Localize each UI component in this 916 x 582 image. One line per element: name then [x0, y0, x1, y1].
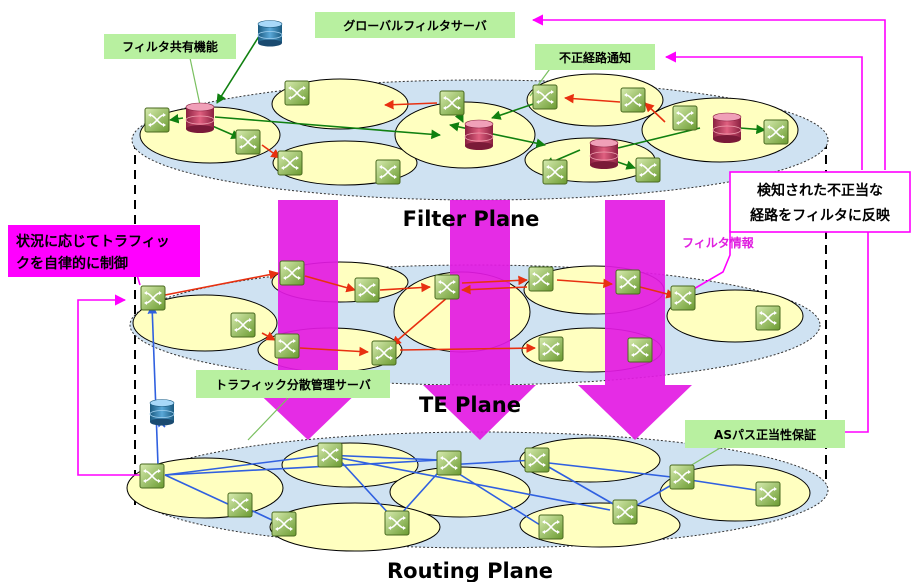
router-icon — [144, 107, 170, 133]
router-icon — [538, 336, 564, 362]
router-icon — [371, 340, 397, 366]
svg-text:ASパス正当性保証: ASパス正当性保証 — [714, 427, 816, 442]
arrow-down-middle — [423, 200, 536, 440]
router-icon — [235, 129, 261, 155]
svg-text:トラフィック分散管理サーバ: トラフィック分散管理サーバ — [215, 377, 371, 392]
callout-detected-route: 検知された不正当な 経路をフィルタに反映 — [729, 171, 911, 233]
server-database-icon — [257, 20, 283, 47]
router-icon — [140, 285, 166, 311]
router-icon — [532, 84, 558, 110]
router-icon — [615, 269, 641, 295]
filter-info-label: フィルタ情報 — [682, 235, 755, 250]
server-database-icon — [149, 399, 175, 426]
svg-text:グローバルフィルタサーバ: グローバルフィルタサーバ — [343, 18, 487, 33]
router-icon — [227, 492, 253, 518]
router-icon — [436, 450, 462, 476]
filter-database-icon — [712, 112, 742, 144]
svg-text:経路をフィルタに反映: 経路をフィルタに反映 — [750, 207, 891, 224]
router-icon — [230, 312, 256, 338]
router-icon — [279, 260, 305, 286]
router-icon — [670, 285, 696, 311]
filter-database-icon — [589, 138, 619, 170]
router-icon — [317, 442, 343, 468]
arrow-down-right — [578, 200, 692, 440]
router-icon — [434, 274, 460, 300]
svg-text:状況に応じてトラフィッ: 状況に応じてトラフィッ — [16, 233, 170, 250]
filter-database-icon — [185, 102, 215, 134]
callout-filter-sharing: フィルタ共有機能 — [104, 34, 236, 59]
te-plane-label: TE Plane — [419, 393, 521, 417]
router-icon — [384, 510, 410, 536]
router-icon — [755, 481, 781, 507]
router-icon — [274, 333, 300, 359]
svg-text:フィルタ共有機能: フィルタ共有機能 — [122, 39, 218, 54]
router-icon — [375, 159, 401, 185]
router-icon — [669, 464, 695, 490]
routing-plane — [126, 431, 829, 552]
router-icon — [755, 305, 781, 331]
callout-as-path: ASパス正当性保証 — [685, 420, 845, 448]
router-icon — [284, 80, 310, 106]
callout-traffic-server: トラフィック分散管理サーバ — [196, 370, 390, 398]
control-lines — [77, 14, 886, 476]
filter-database-icon — [464, 119, 494, 151]
router-icon — [439, 90, 465, 116]
routing-plane-label: Routing Plane — [387, 559, 553, 582]
callout-global-filter-server: グローバルフィルタサーバ — [315, 12, 515, 38]
router-icon — [620, 87, 646, 113]
svg-text:検知された不正当な: 検知された不正当な — [757, 182, 883, 199]
router-icon — [635, 157, 661, 183]
svg-text:クを自律的に制御: クを自律的に制御 — [16, 255, 128, 272]
router-icon — [542, 159, 568, 185]
te-links — [164, 269, 676, 357]
router-icon — [354, 277, 380, 303]
router-icon — [672, 105, 698, 131]
router-icon — [277, 150, 303, 176]
callout-illegal-route-notice: 不正経路通知 — [535, 44, 655, 70]
router-icon — [763, 119, 789, 145]
router-icon — [627, 337, 653, 363]
router-icon — [271, 511, 297, 537]
router-icon — [524, 447, 550, 473]
filter-plane-label: Filter Plane — [403, 207, 540, 231]
router-icon — [612, 499, 638, 525]
callout-traffic-control: 状況に応じてトラフィッ クを自律的に制御 — [8, 225, 200, 277]
svg-text:不正経路通知: 不正経路通知 — [559, 50, 631, 65]
routing-links — [147, 304, 769, 526]
router-icon — [528, 266, 554, 292]
router-icon — [538, 514, 564, 540]
router-icon — [139, 463, 165, 489]
